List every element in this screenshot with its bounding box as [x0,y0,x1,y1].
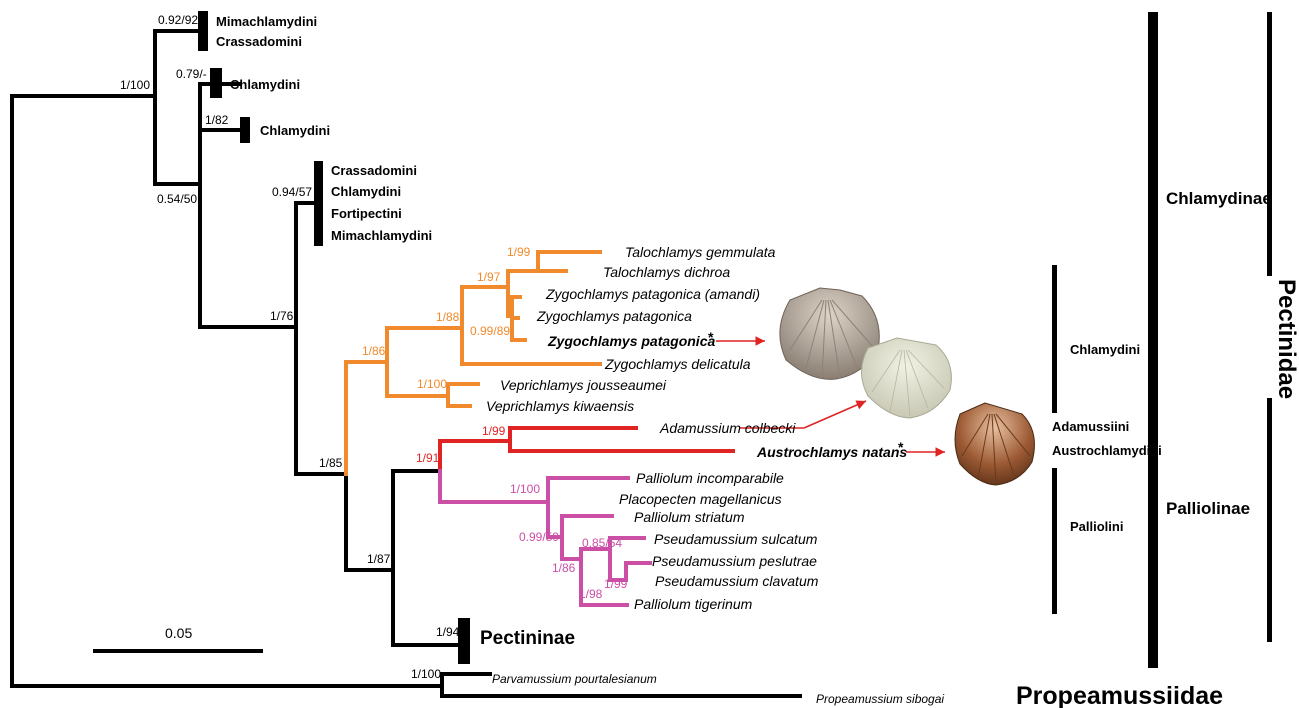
shell-austrochlamys-image [955,403,1034,485]
group-label: Fortipectini [331,206,402,221]
taxon-label: Pseudamussium sulcatum [654,531,818,547]
family-label-propeamussiidae: Propeamussiidae [1016,682,1223,708]
family-label-pectinidae: Pectinidae [1273,279,1299,399]
classification-bars [1052,12,1272,668]
tribe-label-palliolini: Palliolini [1070,519,1123,534]
support-value: 0.99/89 [470,324,510,338]
taxon-label: Zygochlamys patagonica (amandi) [545,286,760,302]
bar-palliolinae [1148,426,1158,668]
subfamily-label-palliolinae: Palliolinae [1166,499,1250,518]
support-value: 1/97 [477,270,501,284]
group-label: Crassadomini [216,34,302,49]
support-value: 1/94 [436,625,460,639]
support-value: 1/100 [411,667,441,681]
group-label: Mimachlamydini [331,228,432,243]
support-value: 1/87 [367,552,391,566]
bar-palliolini [1052,468,1057,614]
star-marker: * [708,329,714,345]
support-value: 1/100 [417,377,447,391]
bar-chlamydinae [1148,12,1158,442]
tribe-label-chlamydini: Chlamydini [1070,342,1140,357]
tribe-label-austrochlamydini: Austrochlamydini [1052,443,1162,458]
support-value: 0.92/92 [158,13,198,27]
support-value: 1/88 [436,310,460,324]
taxon-label: Zygochlamys delicatula [604,356,751,372]
taxon-label: Veprichlamys jousseaumei [500,377,667,393]
scale-bar-label: 0.05 [165,625,192,641]
subfamily-label-chlamydinae: Chlamydinae [1166,189,1272,208]
taxon-label-highlighted: Austrochlamys natans [756,444,907,460]
taxon-label: Palliolum tigerinum [634,596,753,612]
group-label: Mimachlamydini [216,14,317,29]
support-value: 1/100 [120,78,150,92]
support-value: 1/99 [604,577,628,591]
taxon-label: Pseudamussium clavatum [655,573,819,589]
taxon-label: Veprichlamys kiwaensis [486,398,634,414]
taxon-label: Zygochlamys patagonica [536,308,692,324]
support-value: 0.94/57 [272,185,312,199]
taxon-label: Pseudamussium peslutrae [652,553,817,569]
support-value: 0.54/50 [157,192,197,206]
bar-chlamydini [1052,265,1057,413]
taxon-label: Palliolum striatum [634,509,745,525]
support-value: 1/99 [482,424,506,438]
tribe-label-adamussiini: Adamussiini [1052,419,1129,434]
support-value: 0.79/- [176,67,207,81]
group-label: Crassadomini [331,163,417,178]
taxon-label: Adamussium colbecki [659,420,796,436]
group-label: Chlamydini [260,123,330,138]
arrow-adamussium-diag [804,401,866,428]
support-value: 0.99/59 [519,530,559,544]
support-value: 1/85 [319,456,343,470]
group-label: Chlamydini [230,77,300,92]
taxon-label: Placopecten magellanicus [619,491,782,507]
star-marker: * [898,439,904,455]
support-value: 1/99 [507,245,531,259]
collapsed-clade-blocks [198,11,470,664]
group-label: Chlamydini [331,184,401,199]
bar-pectinidae-bottom [1267,398,1272,642]
support-value: 1/100 [510,482,540,496]
taxon-label: Propeamussium sibogai [816,692,944,706]
support-value: 1/76 [270,309,294,323]
support-value: 1/82 [205,113,229,127]
taxon-label: Talochlamys dichroa [603,264,730,280]
support-value: 1/91 [416,451,440,465]
collapsed-group-labels: Mimachlamydini Crassadomini Chlamydini C… [216,14,575,649]
bar-pectinidae-top [1267,12,1272,276]
support-value: 1/86 [362,344,386,358]
group-label: Pectininae [480,628,575,649]
support-value: 1/98 [579,587,603,601]
taxon-label-highlighted: Zygochlamys patagonica [547,333,715,349]
taxon-label: Parvamussium pourtalesianum [492,672,657,686]
support-value: 1/86 [552,561,576,575]
taxon-label: Talochlamys gemmulata [625,244,776,260]
taxon-label: Palliolum incomparabile [636,470,784,486]
shell-adamussium-image [862,338,952,418]
support-value: 0.85/54 [582,536,622,550]
